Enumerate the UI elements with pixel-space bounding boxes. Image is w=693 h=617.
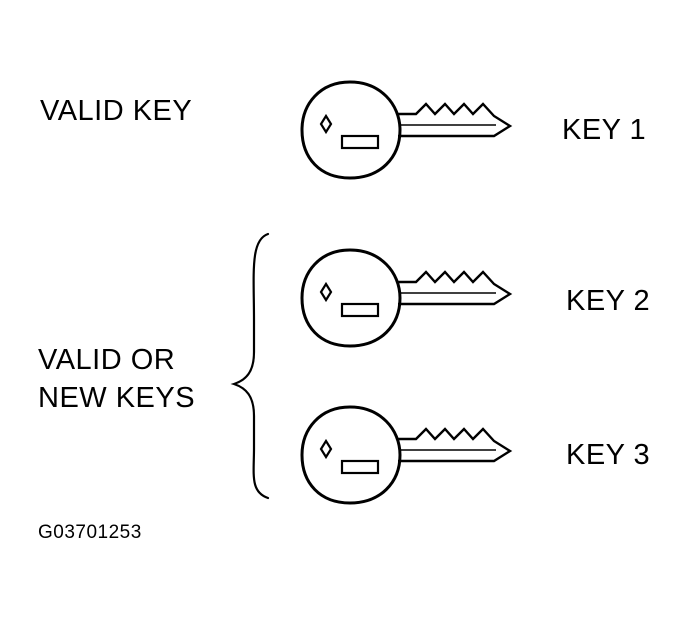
valid-key-label: VALID KEY — [40, 95, 193, 127]
key-3-label: KEY 3 — [566, 439, 651, 471]
key-1-label: KEY 1 — [562, 114, 647, 146]
key-1-icon — [300, 80, 513, 180]
key-2-icon — [300, 248, 513, 348]
valid-or-new-keys-label-line1: VALID OR — [38, 344, 176, 376]
figure-id: G03701253 — [38, 522, 142, 543]
grouping-brace — [230, 232, 270, 500]
key-2-label: KEY 2 — [566, 285, 651, 317]
valid-or-new-keys-label-line2: NEW KEYS — [38, 382, 196, 414]
key-3-icon — [300, 405, 513, 505]
